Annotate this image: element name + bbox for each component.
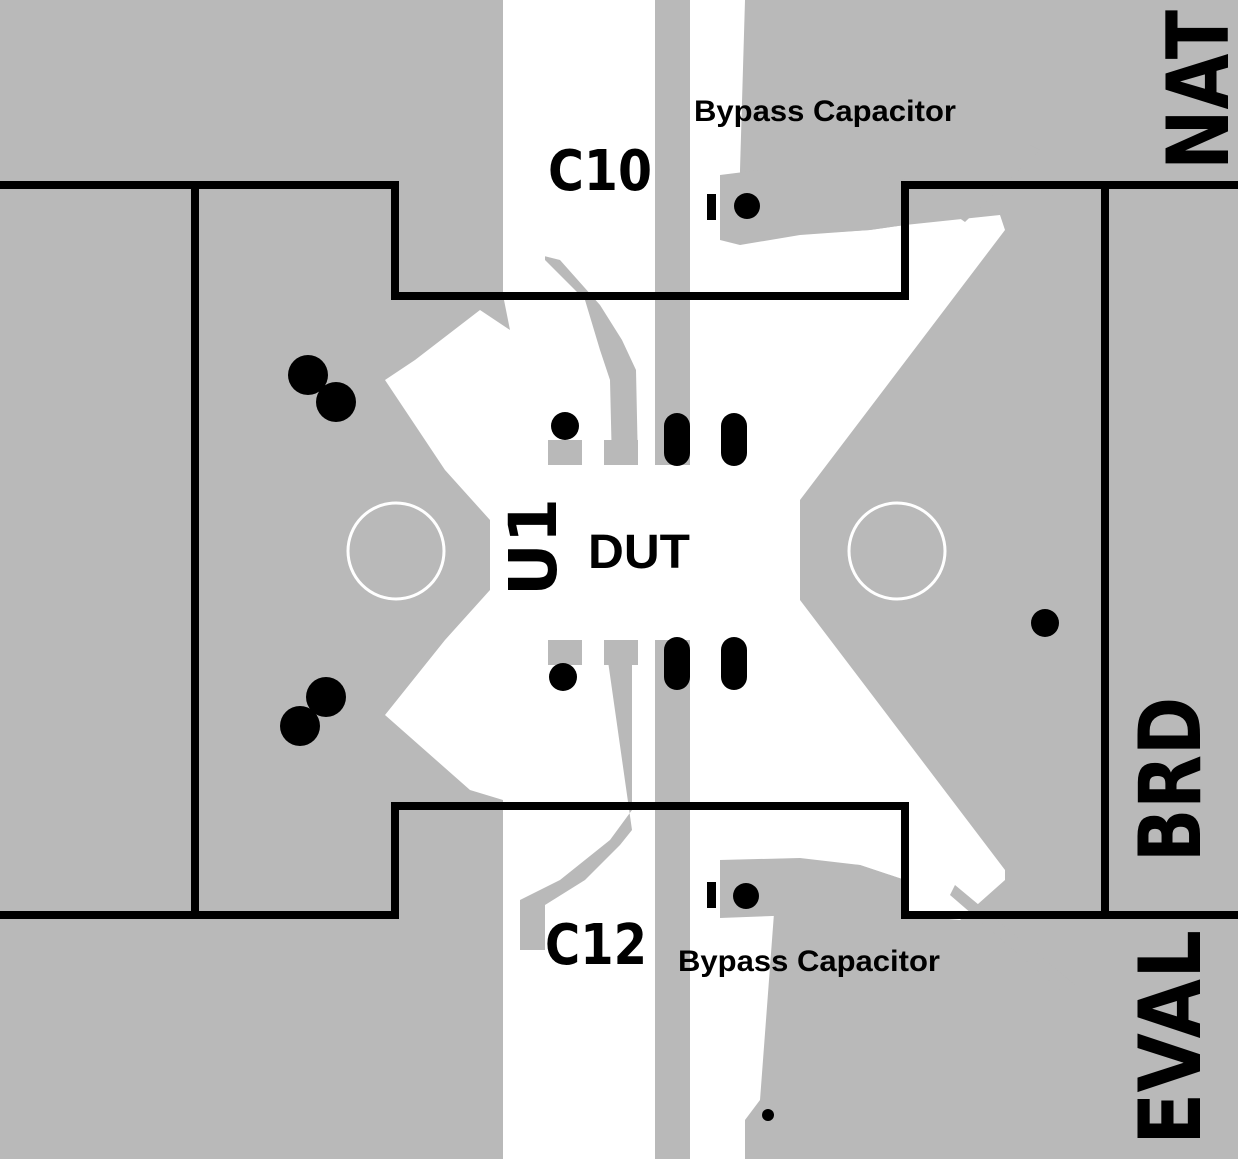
via-left-top-1 [288, 355, 328, 395]
via-left-top-2 [316, 382, 356, 422]
annotation-bypass-bottom: Bypass Capacitor [678, 945, 940, 978]
mounting-ring-right [847, 501, 947, 601]
ic-pin-bottom-1c [664, 650, 690, 677]
label-board-bottom: EVAL [1121, 930, 1221, 1145]
trace-diagonal-bottom [520, 640, 632, 950]
via-ic-top-left [551, 412, 579, 440]
label-c12: C12 [545, 913, 647, 978]
via-ic-bottom-left [549, 663, 577, 691]
ic-pad-top-2 [604, 440, 638, 465]
via-bottom-small [762, 1109, 774, 1121]
via-c10 [734, 193, 760, 219]
ic-pin-bottom-2c [721, 650, 747, 677]
label-c10: C10 [548, 139, 652, 204]
silkscreen-outlines [0, 181, 1238, 919]
via-right [1031, 609, 1059, 637]
mounting-ring-left [346, 501, 446, 601]
ic-pad-bottom-2 [604, 640, 638, 665]
via-left-bottom-2 [280, 706, 320, 746]
via-c10-bar [707, 194, 716, 220]
vias [280, 193, 1059, 1121]
ic-pin-top-1c [664, 426, 690, 453]
clearance-strip [510, 0, 545, 270]
clearance-strip-2 [510, 900, 520, 1159]
pad-c12-area [720, 858, 905, 918]
annotation-dut: DUT [588, 526, 690, 579]
label-u1: U1 [495, 498, 572, 596]
label-board-top: NAT [1149, 10, 1238, 170]
ic-pin-top-2c [721, 426, 747, 453]
pad-c10-area [720, 170, 905, 245]
outline-top [0, 181, 1238, 300]
ic-pad-bottom-1 [548, 640, 582, 665]
outline-bottom [0, 802, 1238, 919]
via-left-bottom-1 [306, 677, 346, 717]
trace-diagonal-top [540, 255, 638, 465]
via-c12 [733, 883, 759, 909]
copper-pour-top-left [0, 0, 510, 1159]
annotation-bypass-top: Bypass Capacitor [694, 95, 956, 128]
ic-pad-top-1 [548, 440, 582, 465]
via-c12-bar [707, 882, 716, 908]
label-board-middle: BRD [1121, 697, 1221, 862]
trace-center-bottom [655, 640, 690, 1159]
trace-center-top [655, 0, 690, 465]
mounting-rings [346, 501, 947, 601]
